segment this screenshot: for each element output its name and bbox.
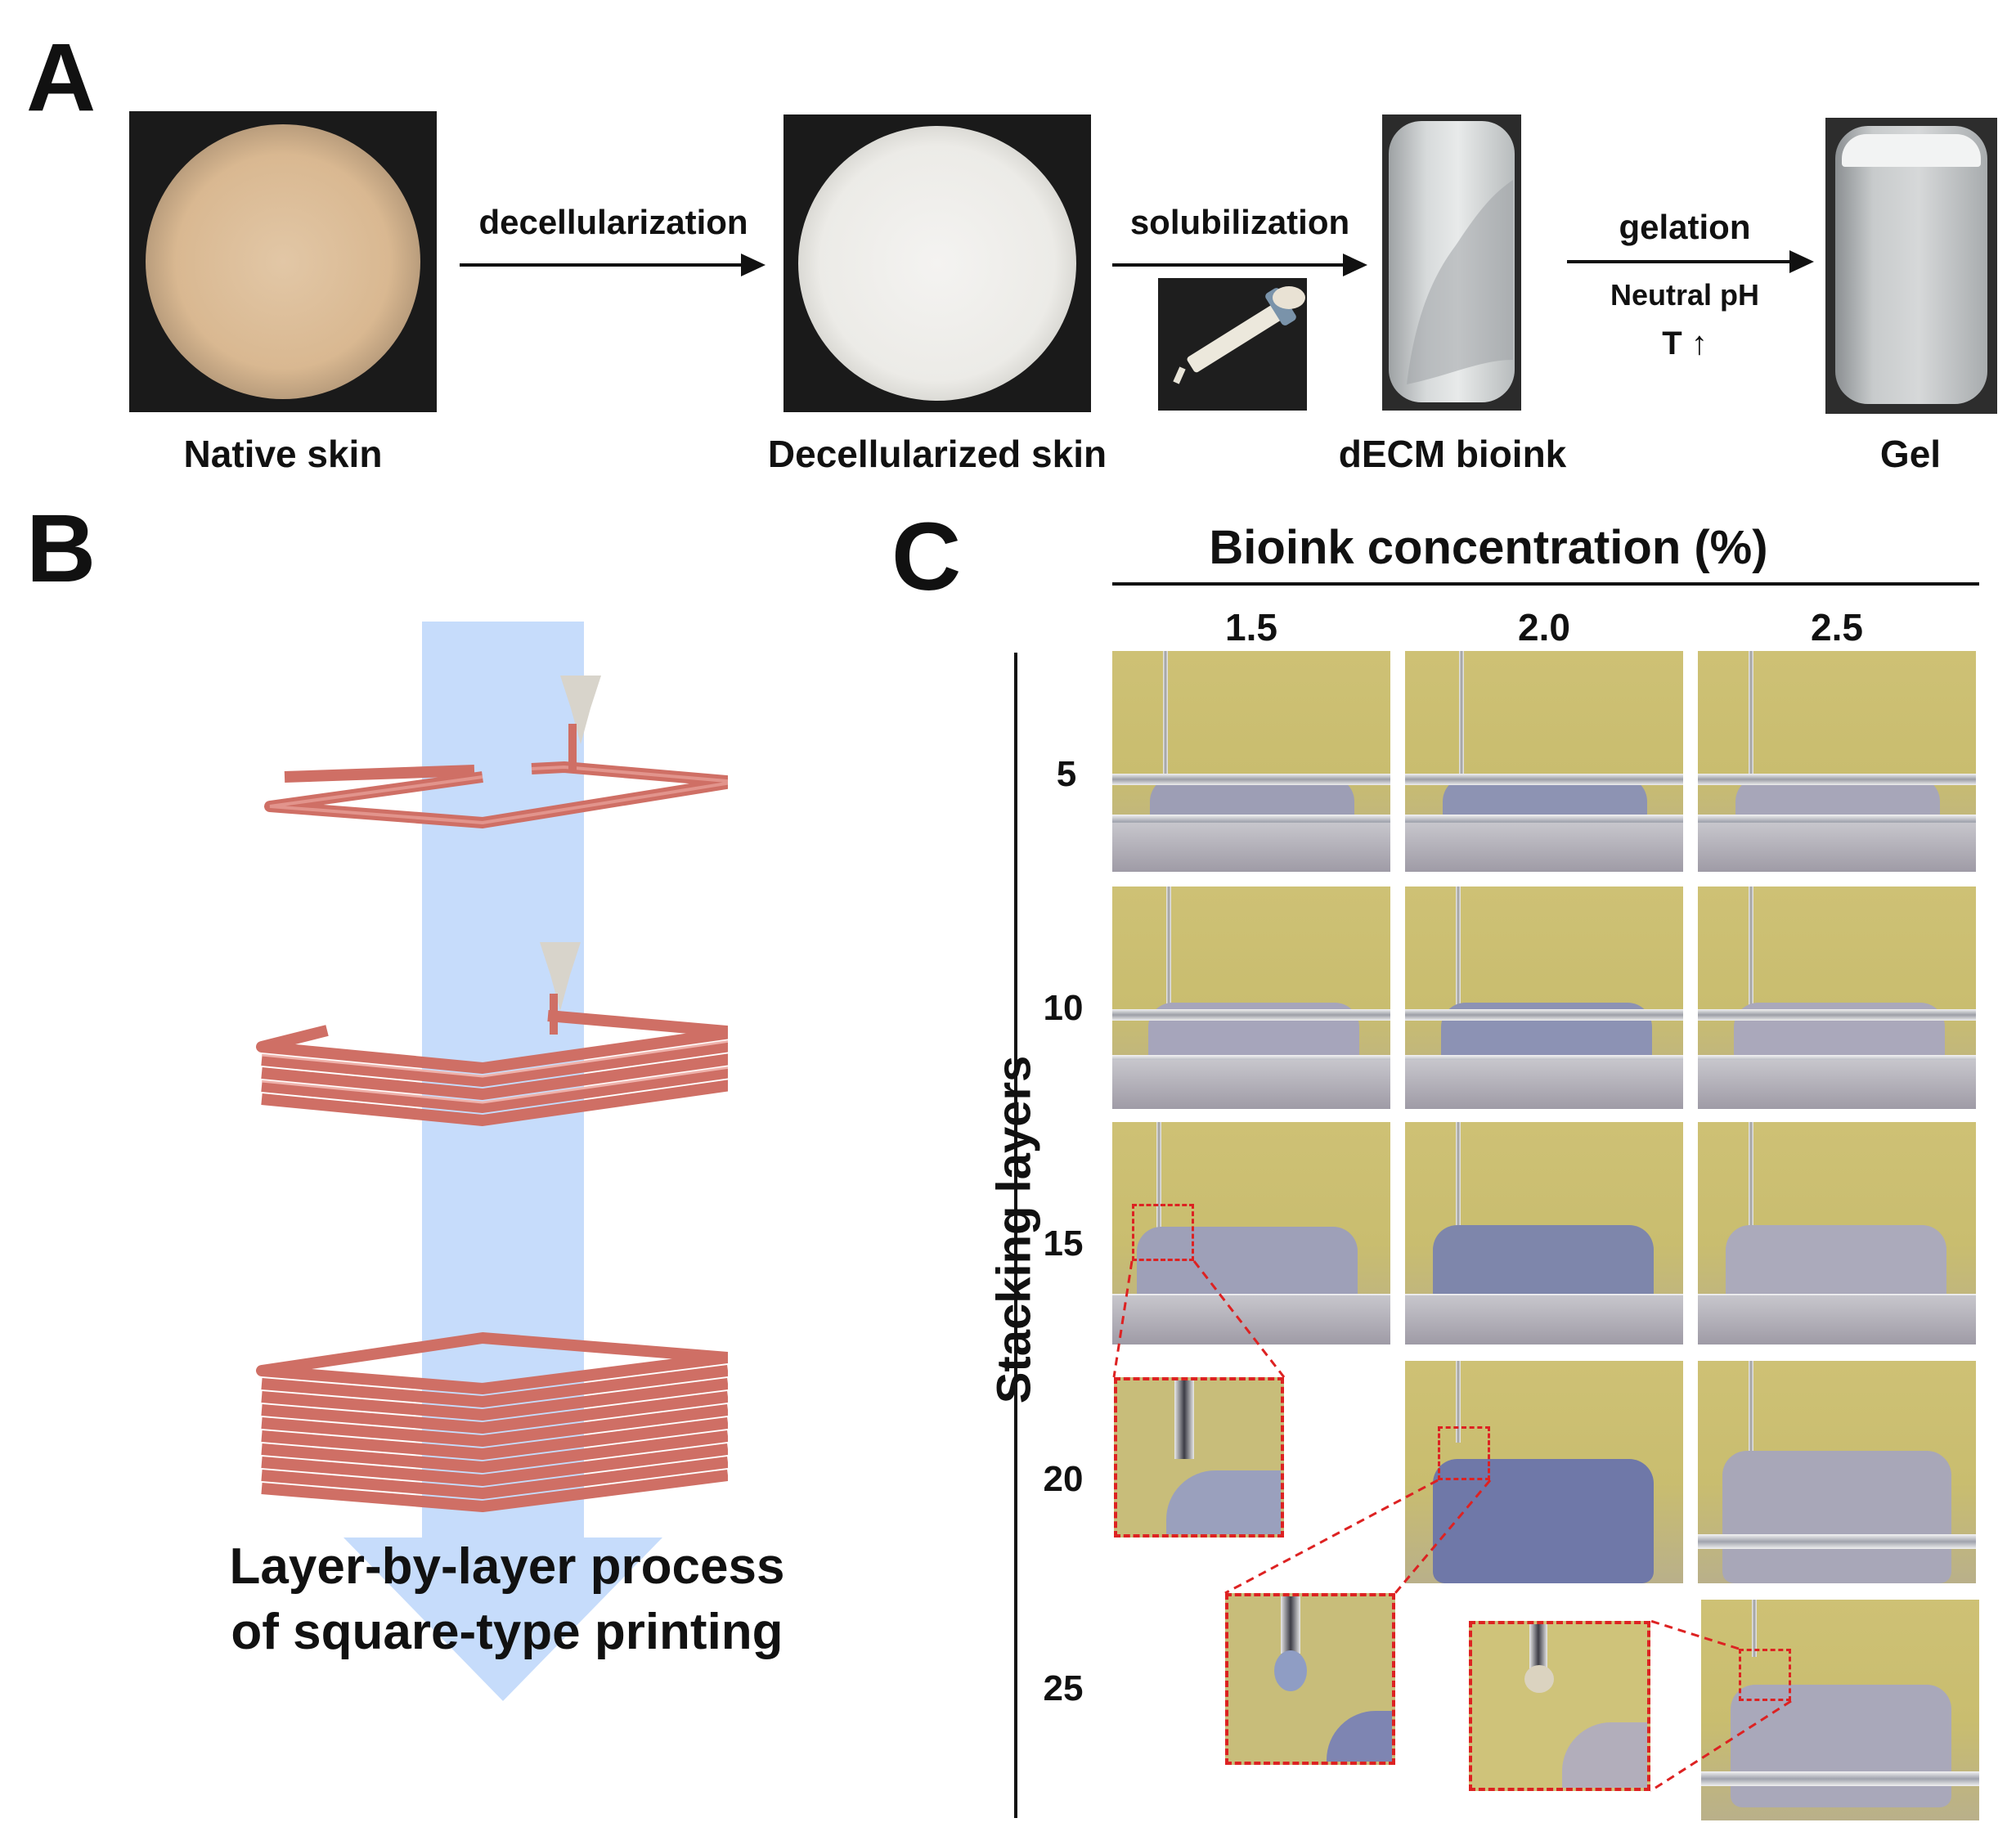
layer-by-layer-schematic bbox=[256, 622, 728, 1701]
photo-20-layers-2-0 bbox=[1405, 1361, 1683, 1583]
arrow-head-3 bbox=[1789, 250, 1814, 273]
zoom-region-15-1-5 bbox=[1132, 1204, 1194, 1261]
step-gelation: gelation bbox=[1619, 208, 1751, 246]
panel-a-letter: A bbox=[26, 24, 97, 132]
photo-15-layers-2-0 bbox=[1405, 1122, 1683, 1344]
panel-b-letter: B bbox=[26, 495, 97, 603]
photo-15-layers-1-5 bbox=[1112, 1122, 1390, 1344]
printed-layer-stack-5 bbox=[256, 1010, 728, 1126]
printed-layer-stack-10 bbox=[256, 1332, 728, 1512]
photo-20-layers-2-5 bbox=[1698, 1361, 1976, 1583]
column-axis-title: Bioink concentration (%) bbox=[1209, 521, 1768, 574]
arrow-head-1 bbox=[741, 254, 766, 276]
panel-b-caption-line2: of square-type printing bbox=[231, 1604, 784, 1660]
row-label-5: 5 bbox=[1056, 754, 1077, 794]
nozzle-1 bbox=[560, 676, 601, 773]
arrow-solubilization bbox=[1112, 263, 1349, 267]
arrow-head-2 bbox=[1343, 254, 1367, 276]
panel-b-caption-line1: Layer-by-layer process bbox=[229, 1538, 785, 1595]
photo-5-layers-2-5 bbox=[1698, 651, 1976, 872]
printed-layer-1 bbox=[264, 761, 728, 828]
arrow-gelation bbox=[1567, 260, 1796, 263]
caption-dECM-bioink: dECM bioink bbox=[1338, 433, 1567, 475]
native-skin-photo bbox=[129, 111, 437, 412]
condition-temperature: T ↑ bbox=[1662, 325, 1708, 361]
caption-gel: Gel bbox=[1879, 433, 1942, 475]
photo-5-layers-1-5 bbox=[1112, 651, 1390, 872]
row-label-15: 15 bbox=[1043, 1223, 1084, 1264]
photo-15-layers-2-5 bbox=[1698, 1122, 1976, 1344]
row-axis-rule bbox=[1014, 653, 1017, 1818]
zoom-region-20-2-0 bbox=[1438, 1426, 1490, 1480]
zoom-region-25-2-5 bbox=[1739, 1649, 1791, 1701]
dECM-bioink-vial-photo bbox=[1382, 114, 1521, 411]
photo-5-layers-2-0 bbox=[1405, 651, 1683, 872]
column-label-2-5: 2.5 bbox=[1811, 606, 1863, 649]
row-label-10: 10 bbox=[1043, 988, 1084, 1028]
row-label-25: 25 bbox=[1043, 1668, 1084, 1708]
photo-10-layers-2-5 bbox=[1698, 887, 1976, 1109]
condition-neutral-ph: Neutral pH bbox=[1610, 278, 1760, 312]
step-solubilization: solubilization bbox=[1129, 203, 1350, 241]
photo-25-layers-2-5 bbox=[1701, 1600, 1979, 1820]
panel-c-letter: C bbox=[891, 503, 962, 611]
row-label-20: 20 bbox=[1043, 1459, 1084, 1499]
zoom-inset-15-1-5 bbox=[1114, 1377, 1284, 1538]
caption-decellularized-skin: Decellularized skin bbox=[767, 433, 1107, 475]
zoom-inset-20-2-0 bbox=[1225, 1593, 1395, 1765]
gel-vial-photo bbox=[1825, 118, 1997, 414]
column-axis-rule bbox=[1112, 582, 1979, 586]
step-decellularization: decellularization bbox=[478, 203, 748, 241]
zoom-inset-25-2-5 bbox=[1469, 1621, 1650, 1791]
arrow-decellularization bbox=[460, 263, 748, 267]
column-label-1-5: 1.5 bbox=[1225, 606, 1277, 649]
syringe-photo bbox=[1158, 278, 1307, 411]
photo-10-layers-1-5 bbox=[1112, 887, 1390, 1109]
photo-10-layers-2-0 bbox=[1405, 887, 1683, 1109]
decellularized-skin-photo bbox=[784, 114, 1091, 412]
nozzle-2 bbox=[540, 942, 581, 1035]
column-label-2-0: 2.0 bbox=[1518, 606, 1570, 649]
caption-native-skin: Native skin bbox=[183, 433, 383, 475]
